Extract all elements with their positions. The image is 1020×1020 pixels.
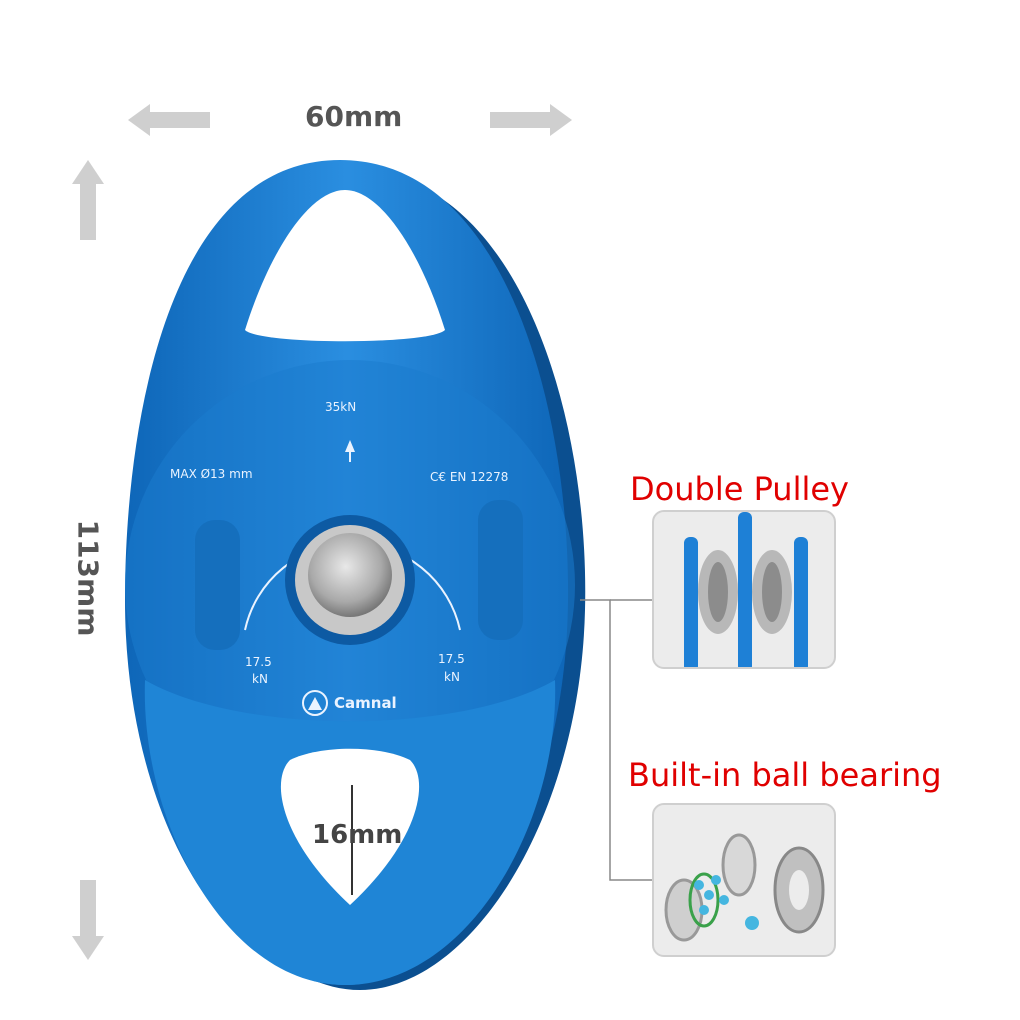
double-pulley-detail [652,510,836,669]
load-rating-right-unit: kN [444,670,460,684]
callout-connector [580,599,652,881]
width-dimension: 60mm [305,100,403,133]
load-rating-left-value: 17.5 [245,655,272,669]
hole-dimension: 16mm [312,820,403,850]
brand-logo-icon [302,690,328,716]
load-rating-top: 35kN [325,400,357,414]
brand-name: Camnal [334,694,397,712]
load-rating-left-unit: kN [252,672,268,686]
pulley-illustration [125,160,586,990]
height-arrows [72,160,104,960]
rope-max-label: MAX Ø13 mm [170,467,253,481]
double-pulley-title: Double Pulley [630,470,849,508]
load-rating-right-value: 17.5 [438,652,465,666]
ball-bearing-title: Built-in ball bearing [628,756,942,794]
ball-bearing-exploded-image [664,833,825,942]
standard-label: C€ EN 12278 [430,470,509,484]
width-arrows [128,104,572,136]
double-pulley-image [684,512,808,667]
ball-bearing-detail [652,803,836,957]
